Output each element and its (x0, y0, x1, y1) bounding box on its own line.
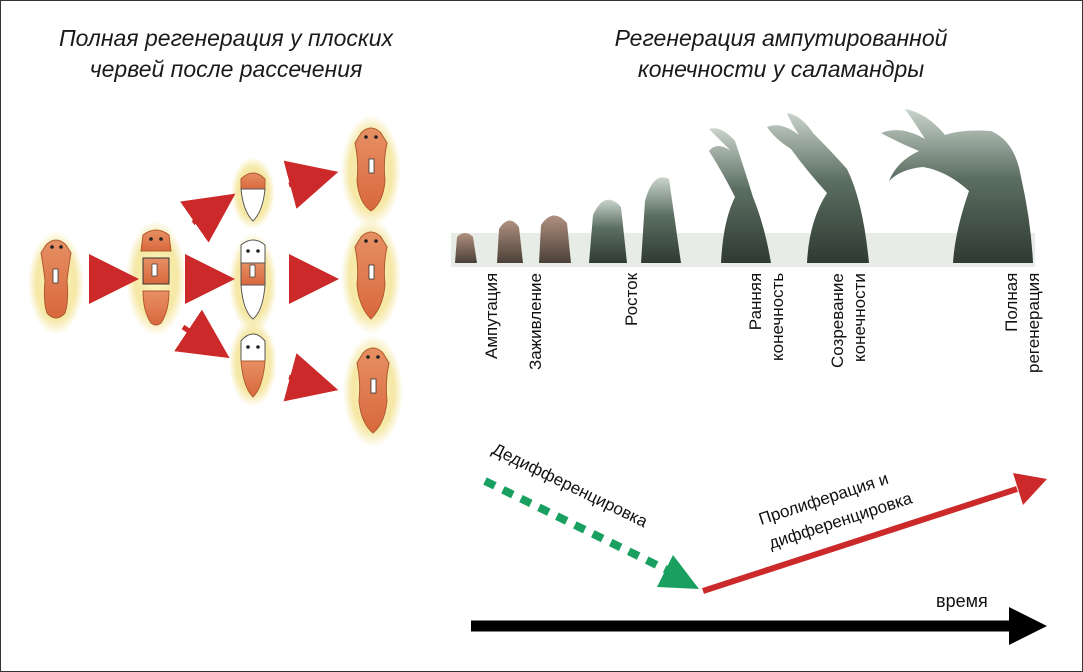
worm-regenerated-2 (341, 218, 401, 334)
stage-label-4-line-2: конечность (767, 273, 789, 361)
label-time-axis: время (936, 591, 988, 611)
stage-label-5-line-2: конечности (849, 273, 871, 368)
limb-photo-strip (451, 109, 1035, 267)
arrow-to-head (193, 205, 219, 223)
worm-arrows (89, 177, 319, 385)
stage-label-3: Росток (621, 273, 643, 326)
worm-cut (126, 220, 186, 336)
arrow-to-tail (183, 327, 213, 347)
worm-regenerated-1 (341, 115, 401, 227)
stage-label-1: Ампутация (481, 273, 503, 359)
worm-fragment-head (231, 157, 275, 229)
stage-label-6-line-2: регенерация (1023, 273, 1045, 373)
stage-label-1-line-1: Ампутация (481, 273, 503, 359)
stage-label-3-line-1: Росток (621, 273, 643, 326)
worm-regenerated-3 (343, 335, 403, 447)
arrow-head-regen (289, 177, 319, 185)
stage-label-2: Заживление (525, 273, 547, 370)
arrow-tail-regen (289, 377, 319, 385)
worm-original (28, 231, 84, 335)
time-axis (471, 607, 1047, 645)
worm-fragment-tail (229, 319, 277, 407)
label-dedifferentiation: Дедифференцировка (489, 440, 651, 532)
stage-label-6-line-1: Полная (1001, 273, 1023, 373)
stage-label-4-line-1: Ранняя (745, 273, 767, 361)
stage-label-5-line-1: Созревание (827, 273, 849, 368)
worm-fragment-middle (229, 233, 277, 333)
stage-label-2-line-1: Заживление (525, 273, 547, 370)
